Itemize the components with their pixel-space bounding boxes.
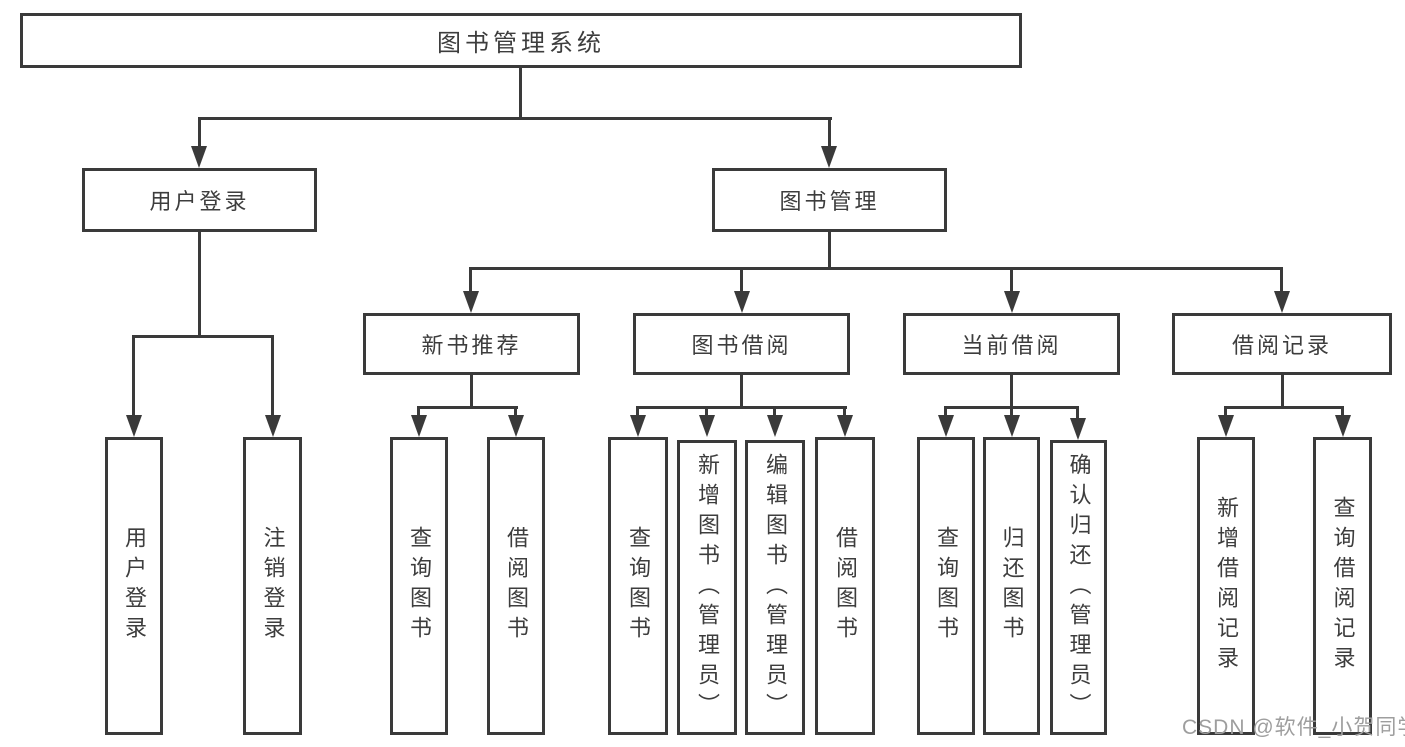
arrow-down-icon xyxy=(1274,291,1290,313)
leaf-label: 确认归还（管理员） xyxy=(1066,452,1092,723)
connector-current-stem xyxy=(1010,375,1013,409)
arrow-down-icon xyxy=(265,415,281,437)
arrow-stem xyxy=(1010,267,1013,293)
arrow-stem xyxy=(1280,267,1283,293)
leaf-query-books-current: 查询图书 xyxy=(917,437,975,735)
csdn-watermark: CSDN @软件_小贺同学 xyxy=(1182,716,1405,739)
leaf-edit-books-admin: 编辑图书（管理员） xyxy=(745,440,805,735)
arrow-down-icon xyxy=(1335,415,1351,437)
leaf-label: 新增借阅记录 xyxy=(1214,496,1239,676)
arrow-down-icon xyxy=(630,415,646,437)
arrow-stem xyxy=(843,406,846,418)
leaf-label: 编辑图书（管理员） xyxy=(763,452,788,723)
leaf-label: 查询图书 xyxy=(626,526,651,646)
leaf-query-borrow-record: 查询借阅记录 xyxy=(1313,437,1372,735)
connector-recommend-stem xyxy=(470,375,473,409)
leaf-label: 查询图书 xyxy=(934,526,959,646)
leaf-label: 查询借阅记录 xyxy=(1330,496,1356,676)
arrow-stem xyxy=(469,267,472,293)
node-library-system: 图书管理系统 xyxy=(20,13,1022,68)
node-book-borrowing: 图书借阅 xyxy=(633,313,850,375)
node-label: 图书管理 xyxy=(779,189,880,214)
connector-borrowing-stem xyxy=(740,375,743,409)
arrow-stem xyxy=(198,117,201,149)
leaf-label: 用户登录 xyxy=(122,526,147,646)
connector-book-mgmt-stem xyxy=(828,232,831,270)
arrow-stem xyxy=(740,267,743,293)
arrow-down-icon xyxy=(191,146,207,168)
connector-recommend-rail xyxy=(417,406,518,409)
node-new-book-recommend: 新书推荐 xyxy=(363,313,580,375)
node-borrow-records: 借阅记录 xyxy=(1172,313,1392,375)
leaf-add-borrow-record: 新增借阅记录 xyxy=(1197,437,1255,735)
leaf-label: 借阅图书 xyxy=(833,526,858,646)
connector-root-rail xyxy=(198,117,832,120)
connector-user-login-rail xyxy=(132,335,273,338)
arrow-down-icon xyxy=(1070,418,1086,440)
arrow-stem xyxy=(944,406,947,418)
connector-records-rail xyxy=(1224,406,1344,409)
leaf-borrow-books-borrowing: 借阅图书 xyxy=(815,437,875,735)
arrow-down-icon xyxy=(938,415,954,437)
node-label: 图书借阅 xyxy=(691,333,792,358)
arrow-down-icon xyxy=(1004,291,1020,313)
arrow-stem xyxy=(271,335,274,417)
arrow-down-icon xyxy=(411,415,427,437)
arrow-down-icon xyxy=(699,415,715,437)
connector-records-stem xyxy=(1281,375,1284,409)
node-label: 图书管理系统 xyxy=(437,30,605,57)
arrow-stem xyxy=(514,406,517,418)
node-label: 借阅记录 xyxy=(1231,333,1332,358)
node-book-management: 图书管理 xyxy=(712,168,947,232)
leaf-label: 归还图书 xyxy=(999,526,1025,646)
leaf-add-books-admin: 新增图书（管理员） xyxy=(677,440,737,735)
arrow-down-icon xyxy=(1004,415,1020,437)
node-label: 当前借阅 xyxy=(961,333,1062,358)
leaf-label: 借阅图书 xyxy=(504,526,529,646)
arrow-down-icon xyxy=(837,415,853,437)
arrow-stem xyxy=(132,335,135,417)
arrow-down-icon xyxy=(508,415,524,437)
leaf-query-books-borrowing: 查询图书 xyxy=(608,437,668,735)
node-user-login: 用户登录 xyxy=(82,168,317,232)
leaf-query-books-recommend: 查询图书 xyxy=(390,437,448,735)
arrow-down-icon xyxy=(1218,415,1234,437)
arrow-down-icon xyxy=(767,415,783,437)
arrow-stem xyxy=(1076,406,1079,418)
node-label: 新书推荐 xyxy=(421,333,522,358)
connector-borrowing-rail xyxy=(636,406,847,409)
leaf-user-login: 用户登录 xyxy=(105,437,163,735)
leaf-confirm-return-admin: 确认归还（管理员） xyxy=(1050,440,1107,735)
leaf-label: 新增图书（管理员） xyxy=(695,452,720,723)
connector-user-login-stem xyxy=(198,232,201,338)
arrow-stem xyxy=(636,406,639,418)
arrow-stem xyxy=(705,406,708,418)
leaf-borrow-books-recommend: 借阅图书 xyxy=(487,437,545,735)
node-label: 用户登录 xyxy=(149,189,250,214)
leaf-logout: 注销登录 xyxy=(243,437,302,735)
arrow-down-icon xyxy=(463,291,479,313)
leaf-return-books: 归还图书 xyxy=(983,437,1040,735)
node-current-borrowing: 当前借阅 xyxy=(903,313,1120,375)
connector-root-stem xyxy=(519,68,522,118)
connector-book-mgmt-rail xyxy=(470,267,1283,270)
arrow-stem xyxy=(1010,406,1013,418)
leaf-label: 查询图书 xyxy=(407,526,432,646)
arrow-stem xyxy=(1341,406,1344,418)
arrow-stem xyxy=(773,406,776,418)
arrow-stem xyxy=(417,406,420,418)
arrow-stem xyxy=(828,117,831,149)
arrow-down-icon xyxy=(126,415,142,437)
arrow-stem xyxy=(1224,406,1227,418)
leaf-label: 注销登录 xyxy=(260,526,286,646)
arrow-down-icon xyxy=(734,291,750,313)
arrow-down-icon xyxy=(821,146,837,168)
